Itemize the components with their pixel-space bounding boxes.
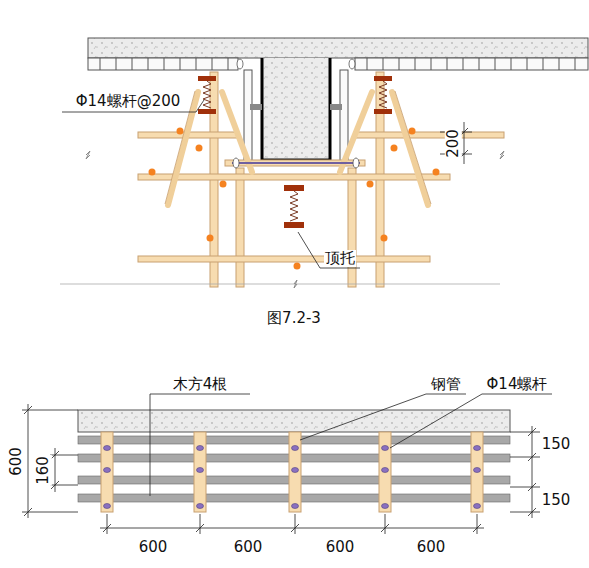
dimension-text: 150 <box>541 492 572 509</box>
dimension-text: 600 <box>7 446 24 477</box>
dimension-text: 600 <box>325 539 356 556</box>
callout-label: 顶托 <box>324 250 356 267</box>
callout-label: 钢管 <box>430 376 462 393</box>
dimension-text: 160 <box>34 455 51 486</box>
dimension-text: 150 <box>541 436 572 453</box>
callout-label: Φ14螺杆 <box>486 376 549 393</box>
dimension-text: 200 <box>444 128 461 159</box>
callout-label: 木方4根 <box>172 376 229 393</box>
dimension-text: 600 <box>138 539 169 556</box>
callout-label: Φ14螺杆@200 <box>75 93 182 110</box>
figure-caption: 图7.2-3 <box>266 310 322 327</box>
dimension-text: 600 <box>416 539 447 556</box>
dimension-text: 600 <box>233 539 264 556</box>
